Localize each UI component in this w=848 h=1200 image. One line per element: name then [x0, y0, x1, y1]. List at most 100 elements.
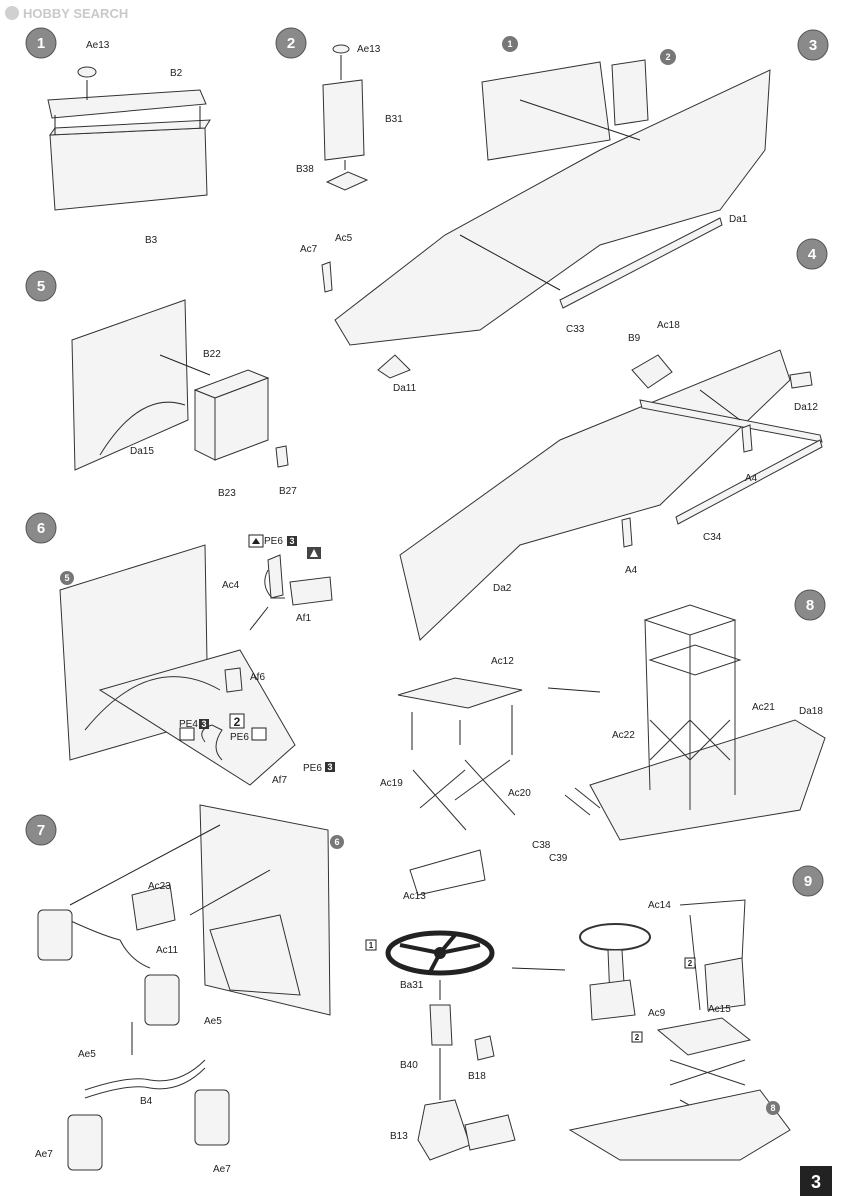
page-number: 3 [811, 1172, 821, 1192]
watermark-text: HOBBY SEARCH [23, 6, 128, 21]
step-1: 1 Ae13 B2 B3 [25, 27, 211, 246]
tank-subassembly [481, 61, 611, 161]
part-label: Ac19 [380, 778, 403, 789]
silencer-ae7 [194, 1089, 230, 1146]
part-label: C39 [549, 853, 568, 864]
part-label: Da2 [493, 583, 512, 594]
badge: 2 [688, 959, 693, 968]
x2-icon [229, 713, 245, 729]
silencer [144, 974, 180, 1026]
part-label: Ac15 [708, 1004, 731, 1015]
part-label: B40 [400, 1060, 418, 1071]
ref-badge: 6 [334, 837, 339, 847]
step-number: 3 [809, 37, 817, 54]
part-label: Da12 [794, 402, 818, 413]
step-number: 2 [287, 35, 295, 52]
can-subassembly [611, 59, 649, 126]
floor-rail-c34 [675, 439, 823, 525]
part-label: PE6 [230, 732, 249, 743]
step-4: 4 B9 Ac18 Da12 A4 C34 A4 Da2 [399, 238, 828, 641]
step-9: 9 1 2 2 8 Ba31 B40 B18 B13 Ac14 Ac15 [365, 865, 824, 1161]
part-label: Ac23 [148, 881, 171, 892]
part-label: Da1 [729, 214, 748, 225]
rear-panel-da15 [71, 299, 189, 471]
ref-badge: 1 [507, 39, 512, 49]
step-number: 4 [808, 246, 817, 263]
part-label: Af7 [272, 775, 287, 786]
badge: 2 [635, 1033, 640, 1042]
part-label: Da18 [799, 706, 823, 717]
part-label: PE6 [303, 763, 322, 774]
part-label: B22 [203, 349, 221, 360]
part-label: Ae13 [86, 40, 110, 51]
silencer [37, 909, 73, 961]
seat-frame-ac12 [397, 677, 523, 709]
badge: 1 [369, 941, 374, 950]
part-label: Ae13 [357, 44, 381, 55]
part-label: B13 [390, 1131, 408, 1142]
step-number: 6 [37, 520, 45, 537]
part-label: Ac4 [222, 580, 240, 591]
steering-box-b13 [417, 1099, 471, 1161]
part-label: Ba31 [400, 980, 424, 991]
part-label: Af6 [250, 672, 265, 683]
steering-wheel-ba31 [385, 930, 495, 976]
tank-lid [47, 89, 207, 119]
part-label: PE4 [179, 719, 198, 730]
step-number: 1 [37, 35, 45, 52]
part-label: Da15 [130, 446, 154, 457]
part-label: Ae7 [213, 1164, 231, 1175]
tool-af1 [289, 576, 333, 606]
part-label: Ac11 [156, 945, 178, 956]
filler-cap [77, 66, 97, 78]
part-label: Ac21 [752, 702, 775, 713]
jerry-can [322, 79, 365, 161]
part-label: Ae5 [204, 1016, 222, 1027]
floor-plate [568, 1089, 791, 1161]
badge: 3 [327, 762, 332, 772]
badge: 3 [289, 536, 294, 546]
seat-cushion-ac9 [656, 1017, 752, 1056]
badge: 2 [234, 715, 241, 729]
fuel-tank-body [49, 127, 208, 211]
floor-plate-da18 [589, 719, 826, 841]
step-5: 5 B22 Da15 B23 B27 [25, 270, 297, 499]
column-b40 [429, 1004, 453, 1046]
step-3: 3 1 2 Ac7 Ac5 Da11 C33 Da1 [300, 29, 829, 394]
part-label: B3 [145, 235, 158, 246]
part-label: Af1 [296, 613, 311, 624]
part-label: Ae7 [35, 1149, 53, 1160]
page-number-box: 3 [800, 1166, 832, 1196]
part-label: B38 [296, 164, 314, 175]
ref-badge: 8 [770, 1103, 775, 1113]
ref-badge: 5 [64, 573, 69, 583]
part-label: B27 [279, 486, 297, 497]
chassis-side-panel-da2 [399, 349, 791, 641]
badge: 3 [201, 719, 206, 729]
part-label: C33 [566, 324, 585, 335]
step-7: 7 6 Ac23 Ac11 Ae5 Ae5 B4 Ae7 Ae7 [25, 804, 344, 1175]
part-label: B31 [385, 114, 403, 125]
step-number: 9 [804, 873, 812, 890]
part-label: B9 [628, 333, 641, 344]
step-8: 8 Ac12 Ac19 Ac20 Ac13 Ac22 Ac21 Da18 C38… [380, 589, 826, 902]
step-2: 2 Ae13 B31 B38 [275, 27, 403, 191]
part-label: C34 [703, 532, 722, 543]
part-label: B4 [140, 1096, 153, 1107]
part-label: B2 [170, 68, 183, 79]
mudguard [98, 649, 296, 786]
part-label: Da11 [393, 383, 417, 394]
step-6: 6 5 2 PE6 3 Ac4 Af1 Af6 PE4 3 PE6 Af7 PE… [25, 512, 335, 786]
tool-box-b22 [214, 377, 269, 461]
part-label: Ac7 [300, 244, 318, 255]
part-label: B18 [468, 1071, 486, 1082]
part-label: Ac9 [648, 1008, 666, 1019]
tool-x-icon [310, 549, 318, 557]
step-number: 7 [37, 822, 45, 839]
ref-badge: 2 [665, 52, 670, 62]
part-label: Ac22 [612, 730, 635, 741]
part-label: A4 [745, 473, 758, 484]
box-ac23 [131, 884, 176, 931]
part-label: Ac18 [657, 320, 680, 331]
